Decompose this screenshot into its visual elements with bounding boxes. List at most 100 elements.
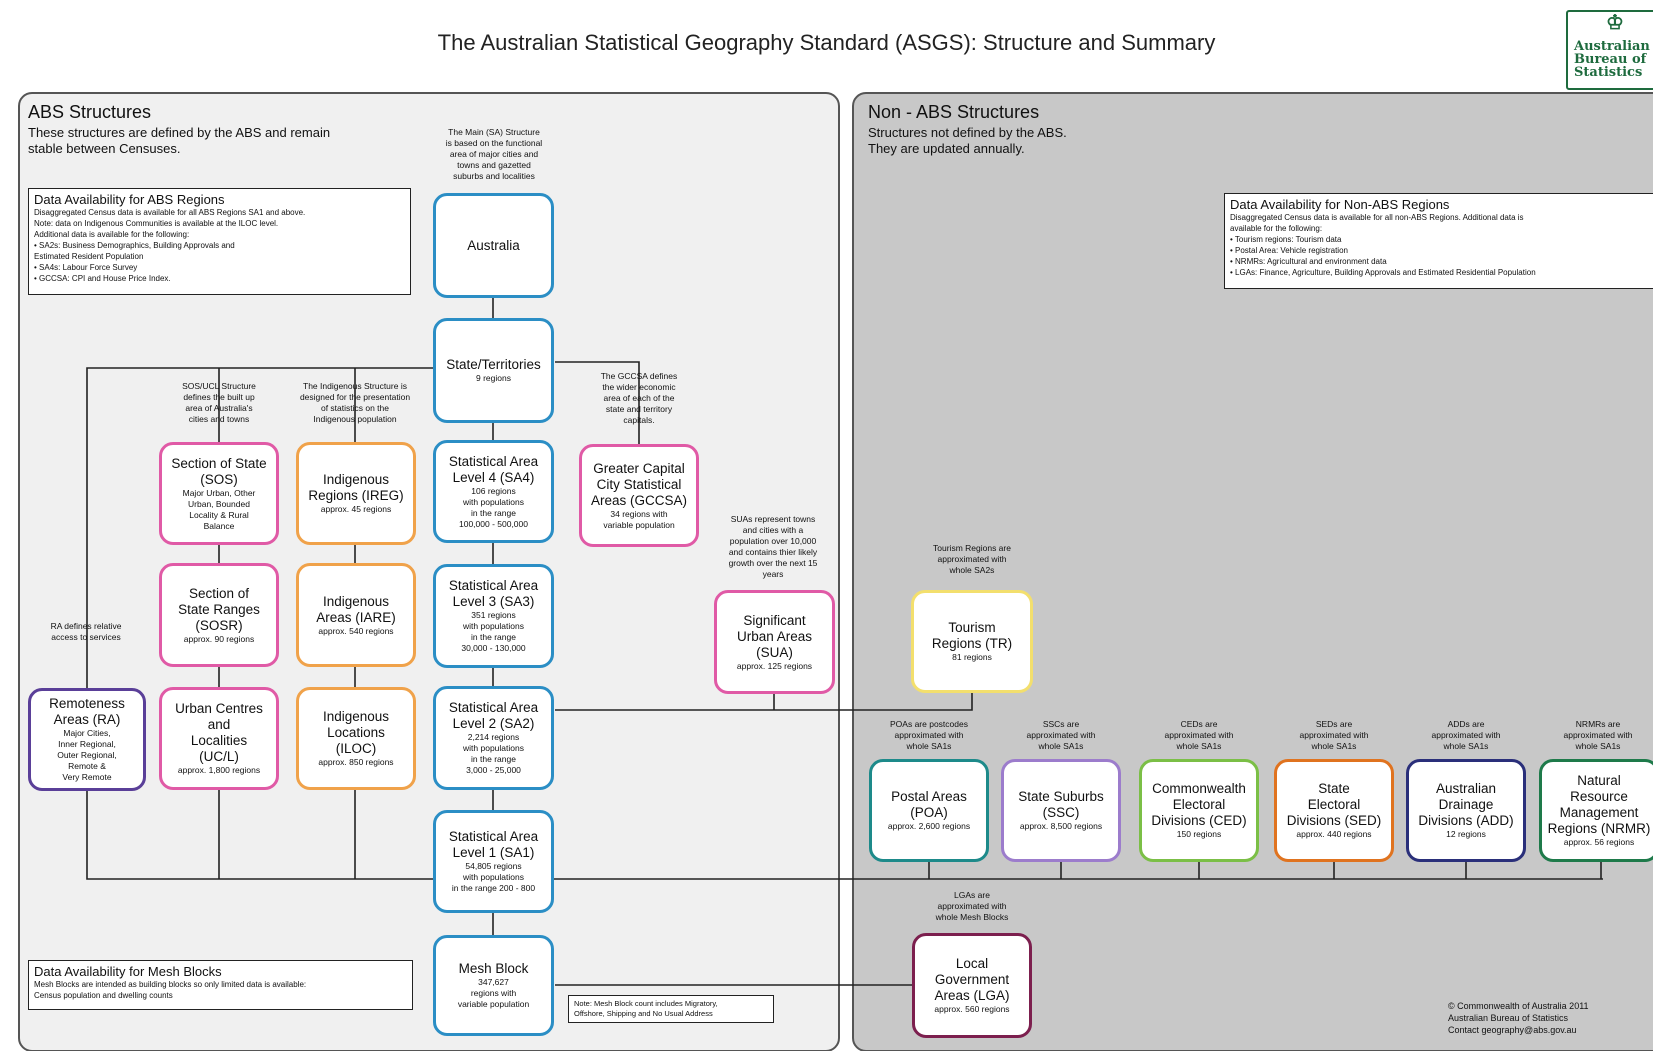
node-name: State Ranges [178, 601, 260, 617]
note-line: capitals. [623, 415, 655, 425]
node-sos[interactable]: Section of State (SOS) Major Urban, Othe… [159, 442, 279, 545]
node-nrmr[interactable]: Natural Resource Management Regions (NRM… [1539, 759, 1653, 862]
node-iare[interactable]: Indigenous Areas (IARE) approx. 540 regi… [296, 563, 416, 667]
box-title: Data Availability for Mesh Blocks [34, 964, 222, 979]
node-lga[interactable]: Local Government Areas (LGA) approx. 560… [912, 933, 1032, 1038]
note-line: SUAs represent towns [730, 514, 816, 524]
node-name: Statistical Area [448, 700, 539, 715]
node-add[interactable]: Australian Drainage Divisions (ADD) 12 r… [1406, 759, 1526, 862]
subtitle-line: They are updated annually. [868, 141, 1025, 156]
node-sa2[interactable]: Statistical Area Level 2 (SA2) 2,214 reg… [433, 686, 554, 790]
node-sa1[interactable]: Statistical Area Level 1 (SA1) 54,805 re… [433, 810, 554, 913]
lga-note: LGAs are approximated with whole Mesh Bl… [910, 890, 1034, 923]
node-ra[interactable]: Remoteness Areas (RA) Major Cities, Inne… [28, 688, 146, 791]
node-sua[interactable]: Significant Urban Areas (SUA) approx. 12… [714, 590, 835, 694]
box-line: • SA2s: Business Demographics, Building … [34, 241, 235, 250]
node-gccsa[interactable]: Greater Capital City Statistical Areas (… [579, 444, 699, 547]
note-line: SSCs are [1042, 719, 1080, 729]
coat-of-arms-icon: ♔ [1606, 10, 1624, 34]
node-desc: 9 regions [476, 373, 511, 383]
node-name: Remoteness [49, 696, 125, 711]
node-name: Regions (IREG) [308, 488, 404, 503]
node-name: Divisions (CED) [1151, 813, 1247, 828]
non-abs-data-availability-box: Data Availability for Non-ABS Regions Di… [1224, 193, 1653, 289]
node-name: Electoral [1307, 797, 1361, 812]
box-line: Mesh Blocks are intended as building blo… [34, 980, 307, 989]
note-line: whole SA1s [1575, 741, 1621, 751]
note-line: whole SA1s [1038, 741, 1084, 751]
note-line: approximated with [894, 730, 964, 740]
node-name: Postal Areas [891, 789, 967, 804]
node-name: (UC/L) [199, 749, 239, 764]
node-postal-areas[interactable]: Postal Areas (POA) approx. 2,600 regions [869, 759, 989, 862]
node-desc: approx. 560 regions [934, 1004, 1010, 1014]
abs-logo: ♔ Australian Bureau of Statistics [1566, 10, 1653, 90]
box-line: Disaggregated Census data is available f… [34, 208, 306, 217]
node-desc: regions with [470, 988, 517, 998]
node-ireg[interactable]: Indigenous Regions (IREG) approx. 45 reg… [296, 442, 416, 545]
logo-line: Australian [1574, 39, 1650, 54]
node-mesh-block[interactable]: Mesh Block 347,627 regions with variable… [433, 935, 554, 1036]
node-name: and [207, 717, 231, 732]
node-name: Statistical Area [448, 578, 539, 593]
node-ucl[interactable]: Urban Centres and Localities (UC/L) appr… [159, 687, 279, 790]
node-desc: Outer Regional, [57, 750, 117, 760]
note-line: years [762, 569, 784, 579]
node-ced[interactable]: Commonwealth Electoral Divisions (CED) 1… [1139, 759, 1259, 862]
box-line: • GCCSA: CPI and House Price Index. [34, 274, 171, 283]
note-line: and contains thier likely [728, 547, 818, 557]
node-name: Management [1559, 805, 1639, 820]
note-line: and cities with a [742, 525, 804, 535]
note-line: Tourism Regions are [933, 543, 1011, 553]
node-name: (POA) [910, 805, 948, 820]
node-state-territories[interactable]: State/Territories 9 regions [433, 318, 554, 423]
box-line: Estimated Resident Population [34, 252, 144, 261]
node-sa4[interactable]: Statistical Area Level 4 (SA4) 106 regio… [433, 440, 554, 543]
node-sed[interactable]: State Electoral Divisions (SED) approx. … [1274, 759, 1394, 862]
node-desc: in the range [471, 632, 516, 642]
node-name: (SUA) [756, 644, 793, 660]
node-desc: in the range 200 - 800 [451, 883, 536, 893]
node-sosr[interactable]: Section of State Ranges (SOSR) approx. 9… [159, 563, 279, 667]
node-name: Drainage [1438, 797, 1494, 812]
box-line: • Tourism regions: Tourism data [1230, 235, 1342, 244]
note-line: whole SA1s [906, 741, 952, 751]
node-name: Areas (LGA) [934, 988, 1010, 1003]
box-line: • Postal Area: Vehicle registration [1230, 246, 1348, 255]
note-line: whole SA1s [1176, 741, 1222, 751]
node-name: State Suburbs [1018, 789, 1104, 804]
add-note: ADDs are approximated with whole SA1s [1407, 719, 1525, 752]
ssc-note: SSCs are approximated with whole SA1s [1002, 719, 1120, 752]
node-name: Urban Areas [736, 628, 813, 644]
note-line: area of major cities and [449, 149, 539, 159]
note-line: Indigenous population [313, 414, 397, 424]
node-sa3[interactable]: Statistical Area Level 3 (SA3) 351 regio… [433, 564, 554, 668]
note-line: approximated with [937, 901, 1007, 911]
node-desc: with populations [463, 496, 524, 507]
node-desc: approx. 56 regions [1563, 837, 1635, 847]
node-name: (SOS) [200, 471, 238, 487]
note-line: LGAs are [954, 890, 990, 900]
non-abs-panel-subtitle: Structures not defined by the ABS. They … [868, 125, 1067, 157]
node-desc: 81 regions [952, 652, 992, 662]
logo-line: Statistics [1574, 65, 1643, 80]
box-line: Census population and dwelling counts [34, 991, 173, 1000]
node-name: Areas (IARE) [316, 609, 396, 625]
ced-note: CEDs are approximated with whole SA1s [1140, 719, 1258, 752]
node-desc: in the range [471, 507, 516, 518]
node-desc: 100,000 - 500,000 [458, 518, 528, 529]
node-name: Section of State [171, 455, 267, 471]
note-line: designed for the presentation [299, 392, 411, 402]
node-iloc[interactable]: Indigenous Locations (ILOC) approx. 850 … [296, 687, 416, 790]
node-australia[interactable]: Australia [433, 193, 554, 298]
box-line: Note: Mesh Block count includes Migrator… [574, 999, 718, 1008]
box-line: Additional data is available for the fol… [34, 230, 190, 239]
gccsa-note: The GCCSA defines the wider economic are… [580, 371, 698, 426]
node-desc: approx. 850 regions [318, 757, 394, 767]
node-desc: approx. 90 regions [183, 633, 255, 644]
node-state-suburbs[interactable]: State Suburbs (SSC) approx. 8,500 region… [1001, 759, 1121, 862]
node-name: Localities [190, 733, 248, 748]
node-tourism-regions[interactable]: Tourism Regions (TR) 81 regions [911, 590, 1033, 693]
node-name: Commonwealth [1152, 781, 1246, 796]
box-title: Data Availability for Non-ABS Regions [1230, 197, 1450, 212]
